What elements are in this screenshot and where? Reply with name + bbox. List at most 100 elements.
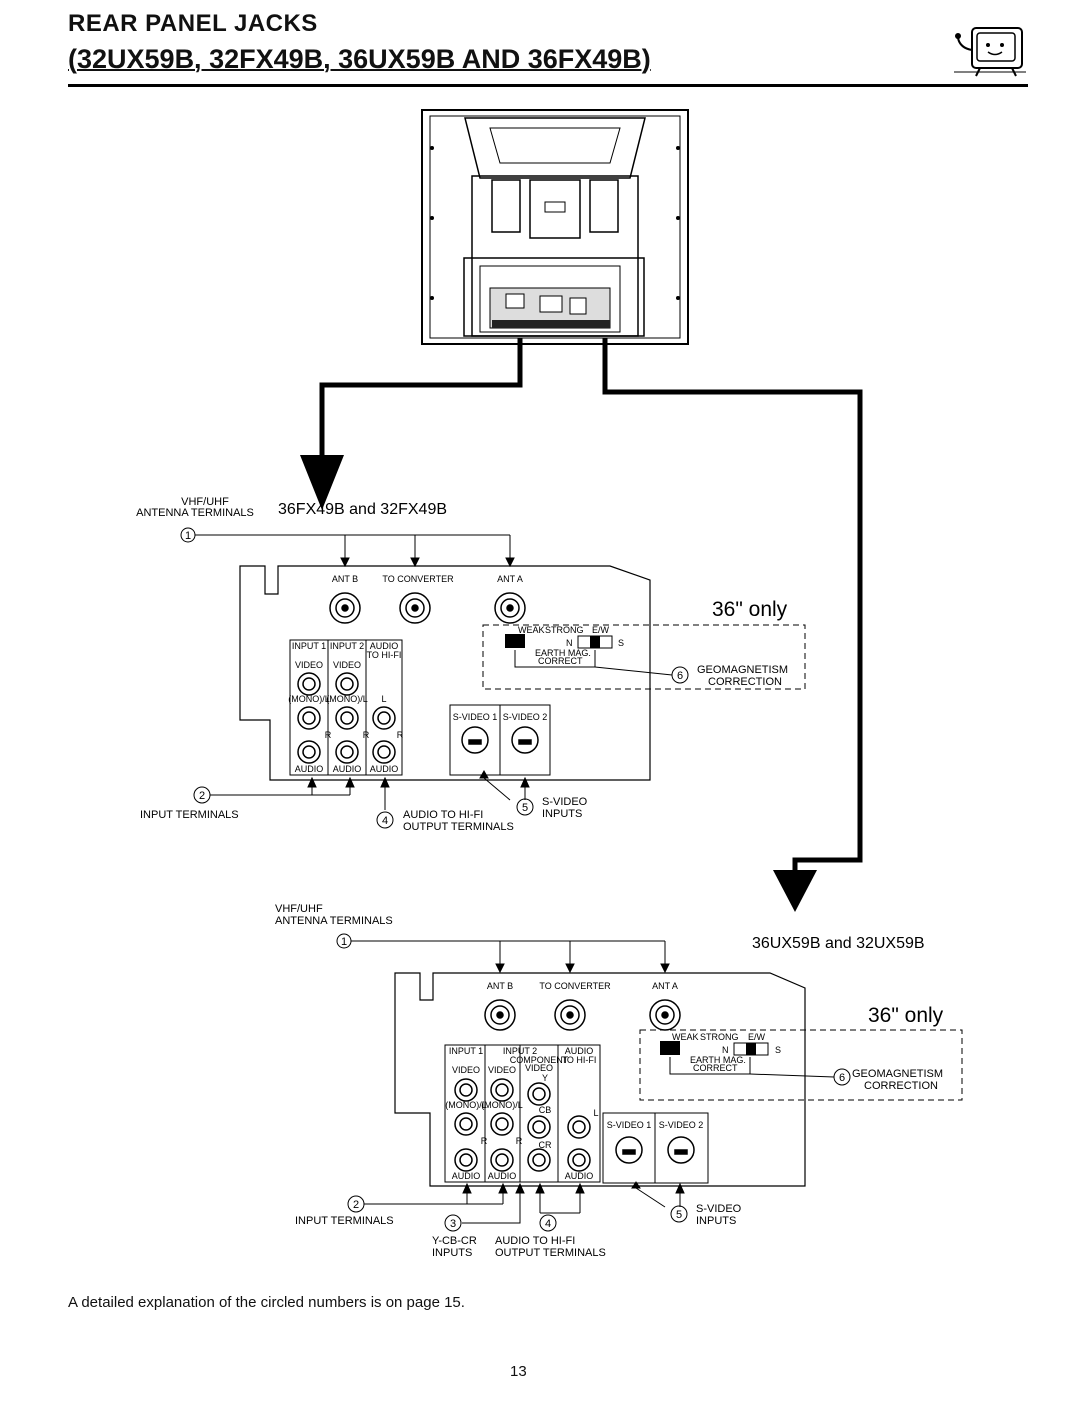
svg-text:Y-CB-CR: Y-CB-CR (432, 1235, 477, 1247)
panel-heading: 36FX49B and 32FX49B (278, 501, 447, 518)
svg-text:STRONG: STRONG (545, 625, 584, 635)
svg-text:EARTH MAG.: EARTH MAG. (690, 1055, 746, 1065)
svg-text:AUDIO: AUDIO (565, 1046, 594, 1056)
svg-text:1: 1 (341, 936, 347, 948)
svg-text:ANT B: ANT B (332, 574, 358, 584)
svg-text:R: R (397, 730, 404, 740)
svg-text:VIDEO: VIDEO (525, 1063, 553, 1073)
svg-text:CORRECT: CORRECT (538, 656, 583, 666)
svg-text:AUDIO: AUDIO (370, 764, 399, 774)
svg-text:AUDIO: AUDIO (488, 1171, 517, 1181)
page-subtitle: (32UX59B, 32FX49B, 36UX59B AND 36FX49B) (68, 44, 651, 74)
svg-text:N: N (566, 638, 573, 648)
only-36-label: 36" only (712, 598, 788, 621)
svg-text:ANTENNA TERMINALS: ANTENNA TERMINALS (275, 915, 393, 927)
svg-text:INPUTS: INPUTS (696, 1215, 736, 1227)
svg-text:6: 6 (677, 670, 683, 682)
svg-text:(MONO)/L: (MONO)/L (326, 694, 368, 704)
geomagnetism-label: GEOMAGNETISM (697, 664, 788, 676)
svg-text:VIDEO: VIDEO (333, 660, 361, 670)
arrow-down-icon (773, 870, 817, 912)
svg-text:AUDIO TO HI-FI: AUDIO TO HI-FI (495, 1235, 575, 1247)
svg-text:AUDIO TO HI-FI: AUDIO TO HI-FI (403, 809, 483, 821)
svg-text:ANT A: ANT A (652, 981, 678, 991)
svg-text:INPUT 1: INPUT 1 (292, 641, 326, 651)
svg-text:INPUTS: INPUTS (542, 808, 582, 820)
svg-text:S-VIDEO 1: S-VIDEO 1 (607, 1120, 652, 1130)
svg-text:(MONO)/L: (MONO)/L (481, 1100, 523, 1110)
svg-text:CORRECTION: CORRECTION (864, 1080, 938, 1092)
svg-text:TO CONVERTER: TO CONVERTER (382, 574, 454, 584)
svg-text:S-VIDEO 2: S-VIDEO 2 (503, 712, 548, 722)
svg-text:STRONG: STRONG (700, 1032, 739, 1042)
vhf-label: VHF/UHF (181, 496, 229, 508)
svg-text:AUDIO: AUDIO (565, 1171, 594, 1181)
svg-text:3: 3 (450, 1218, 456, 1230)
svg-text:5: 5 (522, 802, 528, 814)
panel-fx: VHF/UHF ANTENNA TERMINALS 36FX49B and 32… (136, 496, 806, 833)
svg-text:CORRECTION: CORRECTION (708, 676, 782, 688)
svg-text:WEAK: WEAK (672, 1032, 699, 1042)
svg-text:CB: CB (539, 1105, 552, 1115)
svg-text:Y: Y (542, 1073, 548, 1083)
arrow-down-icon (300, 455, 344, 510)
svg-text:ANT A: ANT A (497, 574, 523, 584)
svg-text:INPUT 2: INPUT 2 (330, 641, 364, 651)
svg-text:2: 2 (353, 1199, 359, 1211)
geomagnetism-label: GEOMAGNETISM (852, 1068, 943, 1080)
svg-text:TO HI-FI: TO HI-FI (562, 1055, 597, 1065)
svg-text:OUTPUT TERMINALS: OUTPUT TERMINALS (495, 1247, 606, 1259)
callout-number: 1 (185, 530, 191, 542)
panel-ux: VHF/UHF ANTENNA TERMINALS 36UX59B and 32… (275, 903, 963, 1259)
svg-text:CR: CR (539, 1140, 552, 1150)
footnote: A detailed explanation of the circled nu… (68, 1294, 465, 1311)
svg-text:AUDIO: AUDIO (452, 1171, 481, 1181)
svg-text:CORRECT: CORRECT (693, 1063, 738, 1073)
svg-text:S-VIDEO 2: S-VIDEO 2 (659, 1120, 704, 1130)
svg-text:AUDIO: AUDIO (370, 641, 399, 651)
svg-text:S: S (775, 1045, 781, 1055)
svg-text:E/W: E/W (748, 1032, 766, 1042)
svg-text:VHF/UHF: VHF/UHF (275, 903, 323, 915)
svg-text:AUDIO: AUDIO (333, 764, 362, 774)
svg-text:ANT B: ANT B (487, 981, 513, 991)
svg-text:(MONO)/L: (MONO)/L (445, 1100, 487, 1110)
tv-mascot-icon (954, 27, 1026, 77)
svg-text:4: 4 (382, 815, 388, 827)
svg-text:VIDEO: VIDEO (488, 1065, 516, 1075)
svg-text:INPUT TERMINALS: INPUT TERMINALS (140, 809, 239, 821)
only-36-label: 36" only (868, 1004, 944, 1027)
svg-text:EARTH MAG.: EARTH MAG. (535, 648, 591, 658)
svg-text:INPUT TERMINALS: INPUT TERMINALS (295, 1215, 394, 1227)
header-rule (68, 84, 1028, 87)
svg-text:E/W: E/W (592, 625, 610, 635)
svg-text:INPUT 2: INPUT 2 (503, 1046, 537, 1056)
svg-text:OUTPUT TERMINALS: OUTPUT TERMINALS (403, 821, 514, 833)
tv-rear-illustration (421, 109, 689, 345)
svg-text:S-VIDEO 1: S-VIDEO 1 (453, 712, 498, 722)
svg-text:R: R (516, 1136, 523, 1146)
svg-text:VIDEO: VIDEO (452, 1065, 480, 1075)
svg-text:S-VIDEO: S-VIDEO (696, 1203, 742, 1215)
svg-text:L: L (381, 694, 386, 704)
page-number: 13 (510, 1363, 527, 1380)
svg-text:TO HI-FI: TO HI-FI (367, 650, 402, 660)
svg-text:INPUTS: INPUTS (432, 1247, 472, 1259)
svg-text:R: R (325, 730, 332, 740)
svg-text:S-VIDEO: S-VIDEO (542, 796, 588, 808)
svg-text:(MONO)/L: (MONO)/L (288, 694, 330, 704)
svg-text:WEAK: WEAK (518, 625, 545, 635)
svg-text:TO CONVERTER: TO CONVERTER (539, 981, 611, 991)
vhf-label: ANTENNA TERMINALS (136, 507, 254, 519)
svg-text:R: R (481, 1136, 488, 1146)
svg-text:R: R (363, 730, 370, 740)
svg-text:AUDIO: AUDIO (295, 764, 324, 774)
svg-text:4: 4 (545, 1218, 551, 1230)
svg-text:COMPONENT: COMPONENT (510, 1055, 569, 1065)
panel-heading: 36UX59B and 32UX59B (752, 935, 925, 952)
svg-text:N: N (722, 1045, 729, 1055)
svg-text:2: 2 (199, 790, 205, 802)
svg-text:S: S (618, 638, 624, 648)
svg-text:L: L (593, 1108, 598, 1118)
